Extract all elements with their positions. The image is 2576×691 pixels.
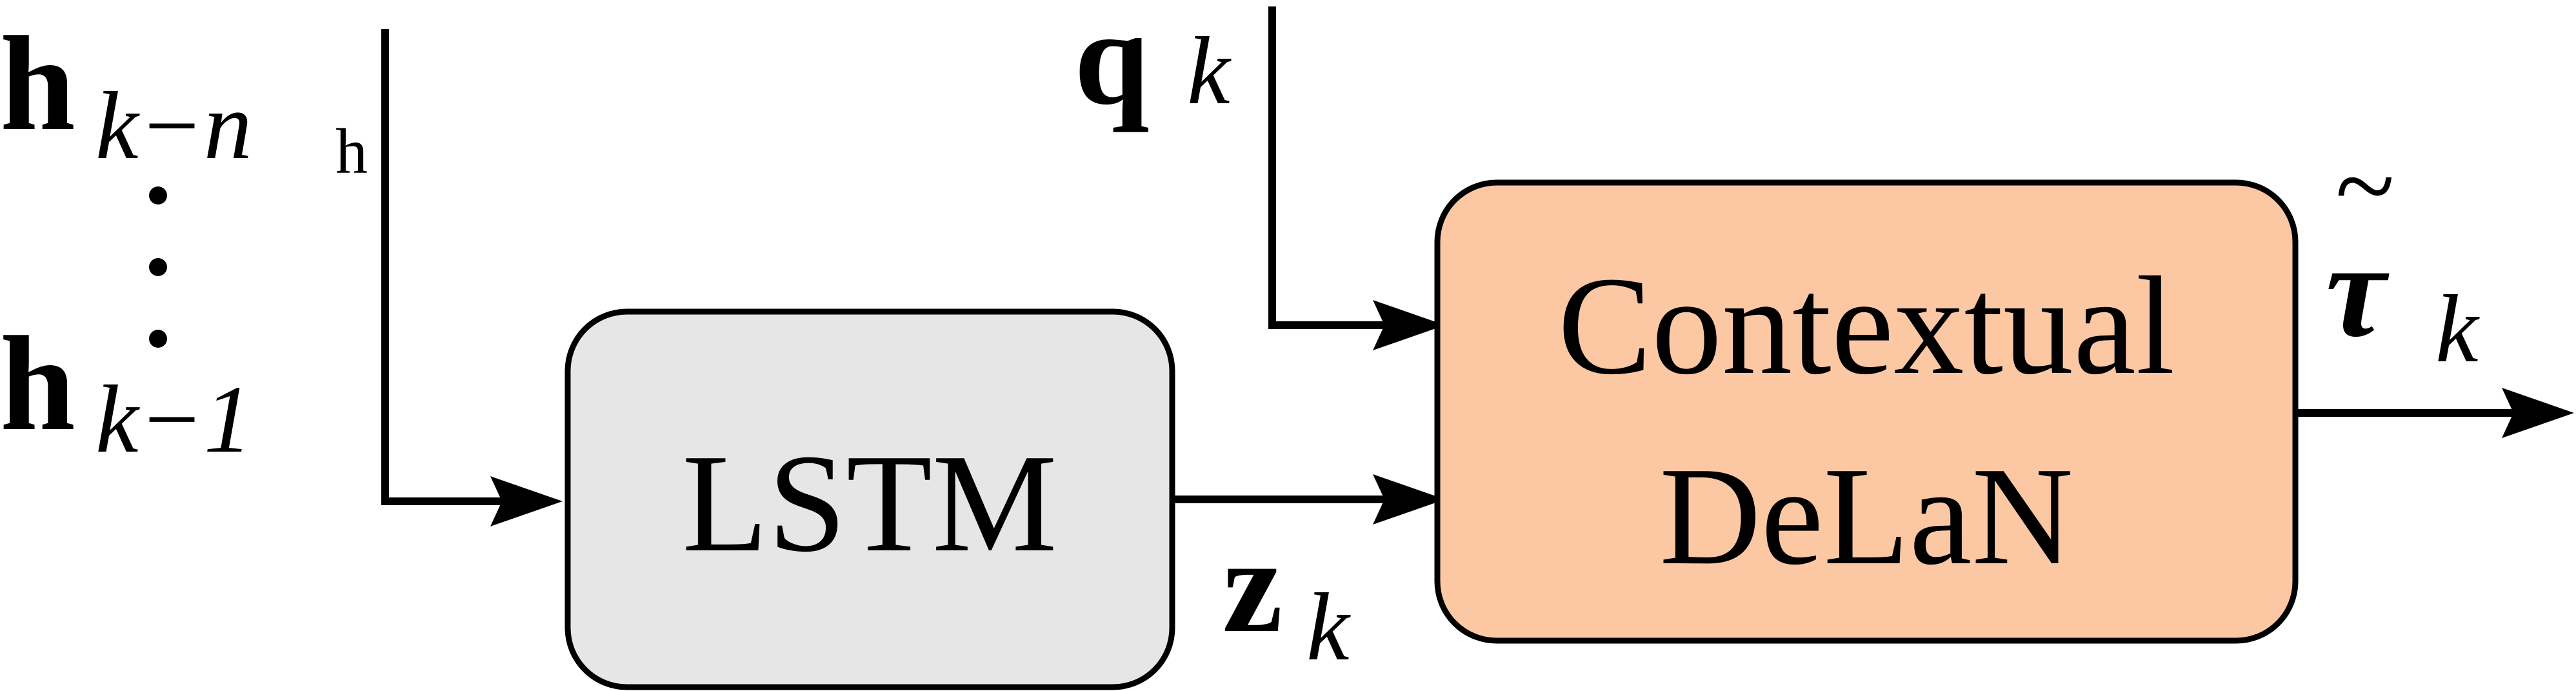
h-first-sub: k−n xyxy=(95,72,252,179)
input-q-label: q k xyxy=(1074,0,1232,133)
ellipsis-dot-1 xyxy=(149,186,167,205)
z-base: z xyxy=(1223,511,1283,661)
z-arrowhead xyxy=(1373,474,1445,525)
h-last-base: h xyxy=(0,309,75,459)
q-arrowhead xyxy=(1373,300,1445,350)
ellipsis-dot-2 xyxy=(149,258,167,276)
tau-sub: k xyxy=(2435,275,2480,383)
z-sub: k xyxy=(1306,574,1351,681)
q-sub: k xyxy=(1187,17,1232,125)
input-h-first-label: h k−n h xyxy=(0,9,368,187)
lstm-label: LSTM xyxy=(682,426,1057,581)
delan-label-line2: DeLaN xyxy=(1659,439,2073,594)
q-base: q xyxy=(1074,0,1150,133)
h-last-sub: k−1 xyxy=(95,366,252,473)
z-label: z k xyxy=(1223,511,1351,681)
history-arrowhead xyxy=(490,476,563,526)
input-h-last-label: h k−1 xyxy=(0,309,252,473)
delan-label-line1: Contextual xyxy=(1558,248,2175,404)
h-first-base: h xyxy=(0,9,75,159)
tau-base: τ xyxy=(2326,215,2390,365)
history-to-lstm-line xyxy=(381,29,516,505)
tau-accent: ~ xyxy=(2335,125,2395,246)
tau-label: ~ τ k xyxy=(2326,125,2480,383)
tau-arrowhead xyxy=(2502,388,2574,438)
q-to-delan-line xyxy=(1268,6,1400,329)
ellipsis-dots xyxy=(149,186,167,348)
h-first-subsub: h xyxy=(335,115,368,187)
ellipsis-dot-3 xyxy=(149,330,167,348)
